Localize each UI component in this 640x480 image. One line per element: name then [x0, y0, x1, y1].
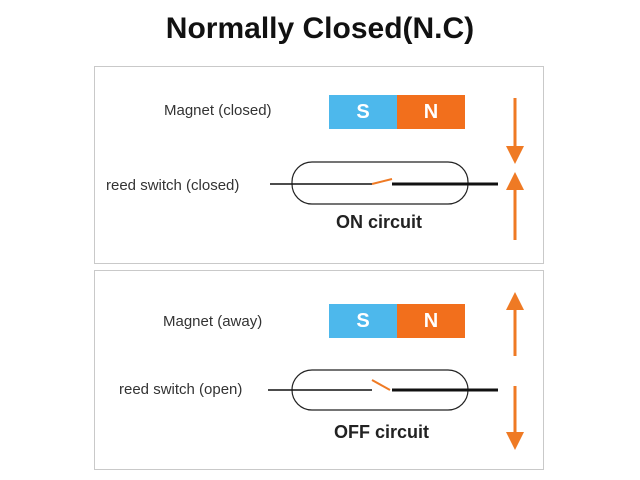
- magnet-closed: S N: [329, 95, 465, 129]
- magnet-south-pole: S: [329, 304, 397, 338]
- magnet-north-pole: N: [397, 95, 465, 129]
- magnet-label-closed: Magnet (closed): [164, 102, 272, 119]
- contact-closed: [371, 178, 393, 185]
- panel-closed: [94, 66, 544, 264]
- magnet-north-pole: N: [397, 304, 465, 338]
- circuit-caption-on: ON circuit: [336, 212, 423, 232]
- arrow-down-icon: [506, 386, 524, 450]
- magnet-south-pole: S: [329, 95, 397, 129]
- arrow-up-icon: [506, 172, 524, 240]
- arrow-down-icon: [506, 98, 524, 164]
- magnet-away: S N: [329, 304, 465, 338]
- panel-open: [94, 270, 544, 470]
- arrow-up-icon: [506, 292, 524, 356]
- circuit-caption-off: OFF circuit: [334, 422, 430, 442]
- diagram-title: Normally Closed(N.C): [165, 12, 475, 45]
- magnet-label-away: Magnet (away): [163, 313, 263, 330]
- reed-switch-label-open: reed switch (open): [119, 381, 243, 398]
- contact-open: [371, 379, 391, 391]
- reed-switch-label-closed: reed switch (closed): [106, 177, 240, 194]
